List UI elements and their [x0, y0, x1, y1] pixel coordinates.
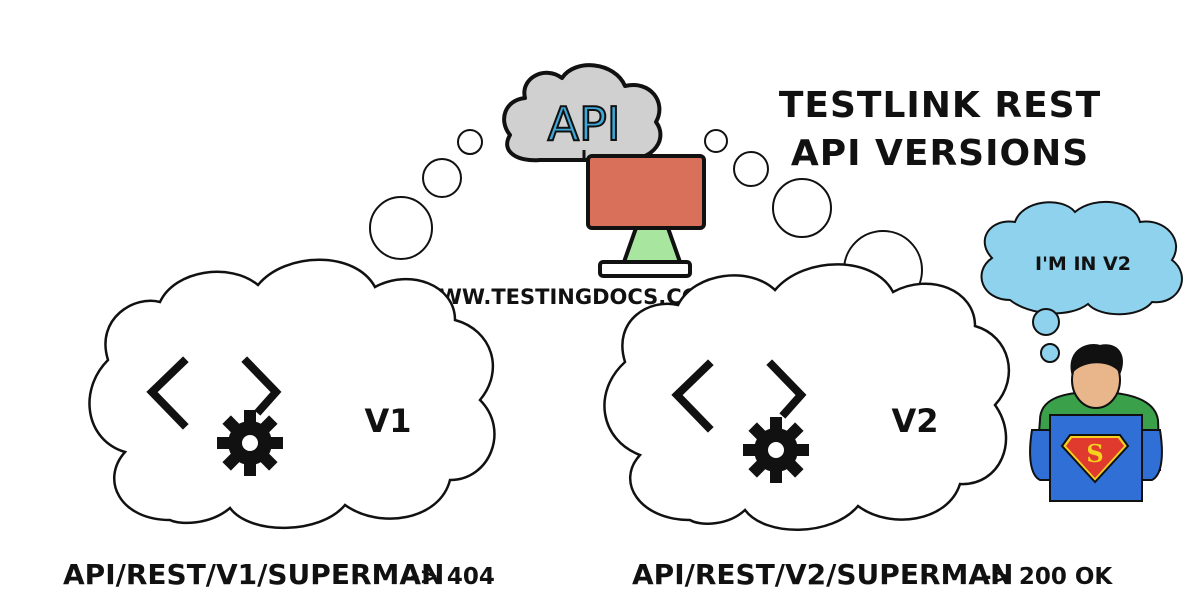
api-cloud-icon: API	[502, 63, 663, 163]
v2-result: -> 200 OK	[982, 564, 1113, 590]
code-brackets-icon	[146, 356, 282, 430]
gear-icon	[217, 410, 283, 476]
gear-icon	[743, 417, 809, 483]
v1-endpoint: API/REST/V1/SUPERMAN	[63, 558, 444, 591]
api-cloud-text: API	[548, 97, 621, 151]
thought-cloud: I'M IN V2	[980, 200, 1183, 363]
v1-label: V1	[364, 402, 411, 440]
title-line-1: TESTLINK REST	[779, 85, 1101, 126]
code-brackets-icon	[671, 359, 807, 433]
superman-icon: S	[1029, 344, 1163, 502]
v2-label: V2	[891, 402, 938, 440]
svg-text:S: S	[1086, 439, 1103, 468]
v2-cloud: V2	[603, 263, 1011, 531]
monitor-icon	[582, 150, 706, 278]
v2-endpoint: API/REST/V2/SUPERMAN	[632, 558, 1013, 591]
thought-text: I'M IN V2	[1035, 253, 1131, 275]
thought-chain-left	[369, 129, 483, 260]
title-line-2: API VERSIONS	[791, 133, 1089, 174]
v1-result: -> 404	[410, 564, 495, 590]
v1-cloud: V1	[88, 258, 496, 530]
